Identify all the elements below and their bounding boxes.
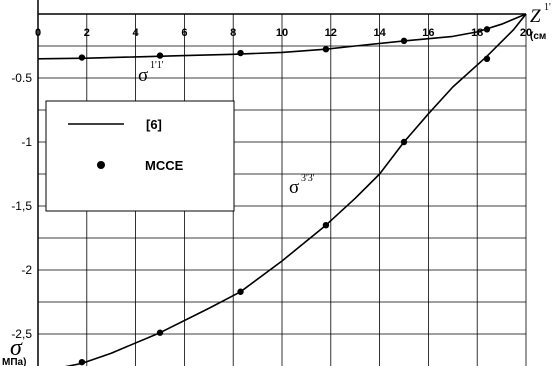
y-tick-label: -0.5 — [11, 71, 32, 85]
y-tick-label: -2 — [21, 263, 32, 277]
x-axis-label-sup: 1' — [544, 2, 551, 13]
x-axis-label: Z 1' (см — [530, 2, 551, 42]
y-axis-label-unit: МПа) — [2, 357, 26, 366]
data-point-σ11 — [156, 52, 164, 59]
data-point-σ33 — [322, 222, 330, 229]
y-axis-label: σ МПа) — [2, 335, 26, 366]
y-tick-label: -2,5 — [11, 327, 32, 341]
y-tick-labels: -0.5 -1 -1,5 -2 -2,5 — [11, 71, 32, 341]
data-point-σ33 — [400, 138, 408, 146]
x-tick-label: 16 — [422, 27, 434, 39]
data-point-σ33 — [237, 288, 244, 295]
grid-lines — [38, 14, 527, 366]
y-axis-label-main: σ — [10, 335, 23, 361]
x-axis-label-unit: (см — [530, 31, 546, 42]
data-point-σ33 — [483, 55, 491, 62]
x-tick-label: 10 — [276, 27, 288, 39]
data-point-σ11 — [237, 49, 244, 57]
legend-dot-swatch — [97, 161, 105, 169]
annotation-sigma11: σ 1'1' — [138, 60, 164, 86]
x-tick-label: 18 — [471, 27, 483, 39]
legend-box — [45, 100, 235, 212]
x-tick-labels: 0 2 4 6 8 10 12 14 16 18 20 — [35, 27, 532, 39]
annotation-sigma11-sup: 1'1' — [150, 60, 164, 71]
x-tick-label: 0 — [35, 27, 41, 39]
data-point-σ11 — [322, 46, 330, 53]
x-tick-label: 6 — [181, 27, 187, 39]
annotation-sigma11-main: σ — [138, 65, 148, 86]
y-tick-label: -1,5 — [11, 199, 32, 213]
legend: [6] MCCE — [45, 100, 235, 212]
series-layer — [37, 13, 527, 366]
annotation-sigma33: σ 3'3' — [289, 173, 315, 198]
axes — [37, 0, 526, 366]
x-tick-label: 4 — [133, 27, 140, 39]
x-tick-label: 20 — [520, 27, 532, 39]
data-point-σ11 — [483, 26, 491, 33]
x-tick-label: 8 — [230, 27, 236, 39]
x-tick-label: 12 — [325, 27, 337, 39]
legend-label-dot: MCCE — [145, 158, 184, 173]
annotation-sigma33-main: σ — [289, 177, 299, 198]
x-tick-label: 2 — [84, 27, 90, 39]
data-point-σ11 — [400, 37, 408, 45]
data-point-σ33 — [156, 329, 164, 336]
x-axis-label-main: Z — [530, 6, 541, 27]
annotation-sigma33-sup: 3'3' — [301, 173, 315, 184]
legend-label-line: [6] — [146, 117, 162, 132]
data-point-σ11 — [78, 54, 86, 61]
x-tick-label: 14 — [373, 27, 386, 39]
y-tick-label: -1 — [21, 135, 32, 149]
data-point-σ33 — [78, 358, 86, 366]
